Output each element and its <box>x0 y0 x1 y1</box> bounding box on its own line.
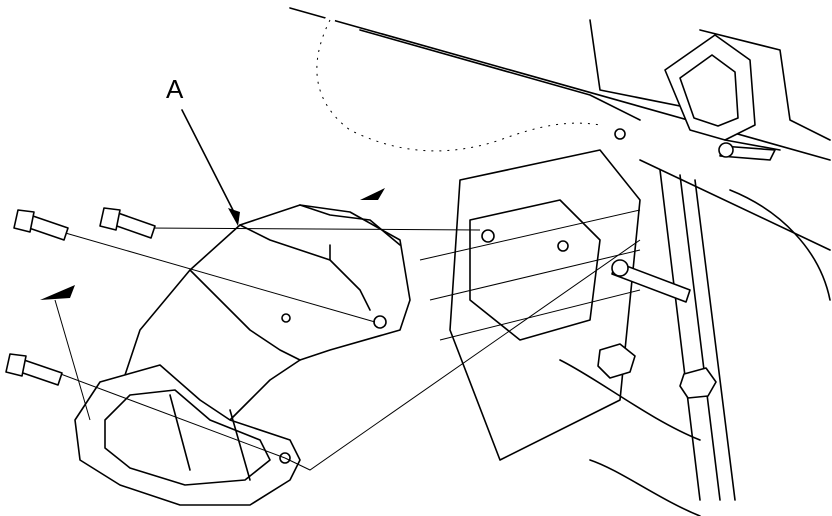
bolt-icon <box>5 353 63 386</box>
bolt-icon <box>13 209 69 241</box>
bolt-head <box>718 142 734 158</box>
dashboard-frame <box>289 7 831 516</box>
nut-icon <box>597 343 636 379</box>
bolt-head <box>611 259 629 277</box>
right-screws <box>597 142 776 399</box>
duct-part-a <box>74 204 411 506</box>
duct-mount-hole <box>281 313 291 323</box>
side-vent <box>664 34 781 151</box>
duct-mount-hole <box>373 315 387 329</box>
direction-arrows <box>40 188 385 300</box>
arrow-icon <box>228 208 240 226</box>
arrow-icon <box>360 188 385 200</box>
wire-harness <box>311 15 605 156</box>
frame-hole <box>481 229 495 243</box>
left-bolts <box>5 207 156 386</box>
nut-icon <box>679 367 717 399</box>
frame-hole <box>614 128 626 140</box>
bolt-icon <box>99 207 156 239</box>
callout-label-a: A <box>166 74 184 104</box>
frame-hole <box>557 240 569 252</box>
arrow-icon <box>40 285 75 300</box>
assembly-guide-lines <box>49 227 641 471</box>
callout-a: A <box>166 74 240 226</box>
